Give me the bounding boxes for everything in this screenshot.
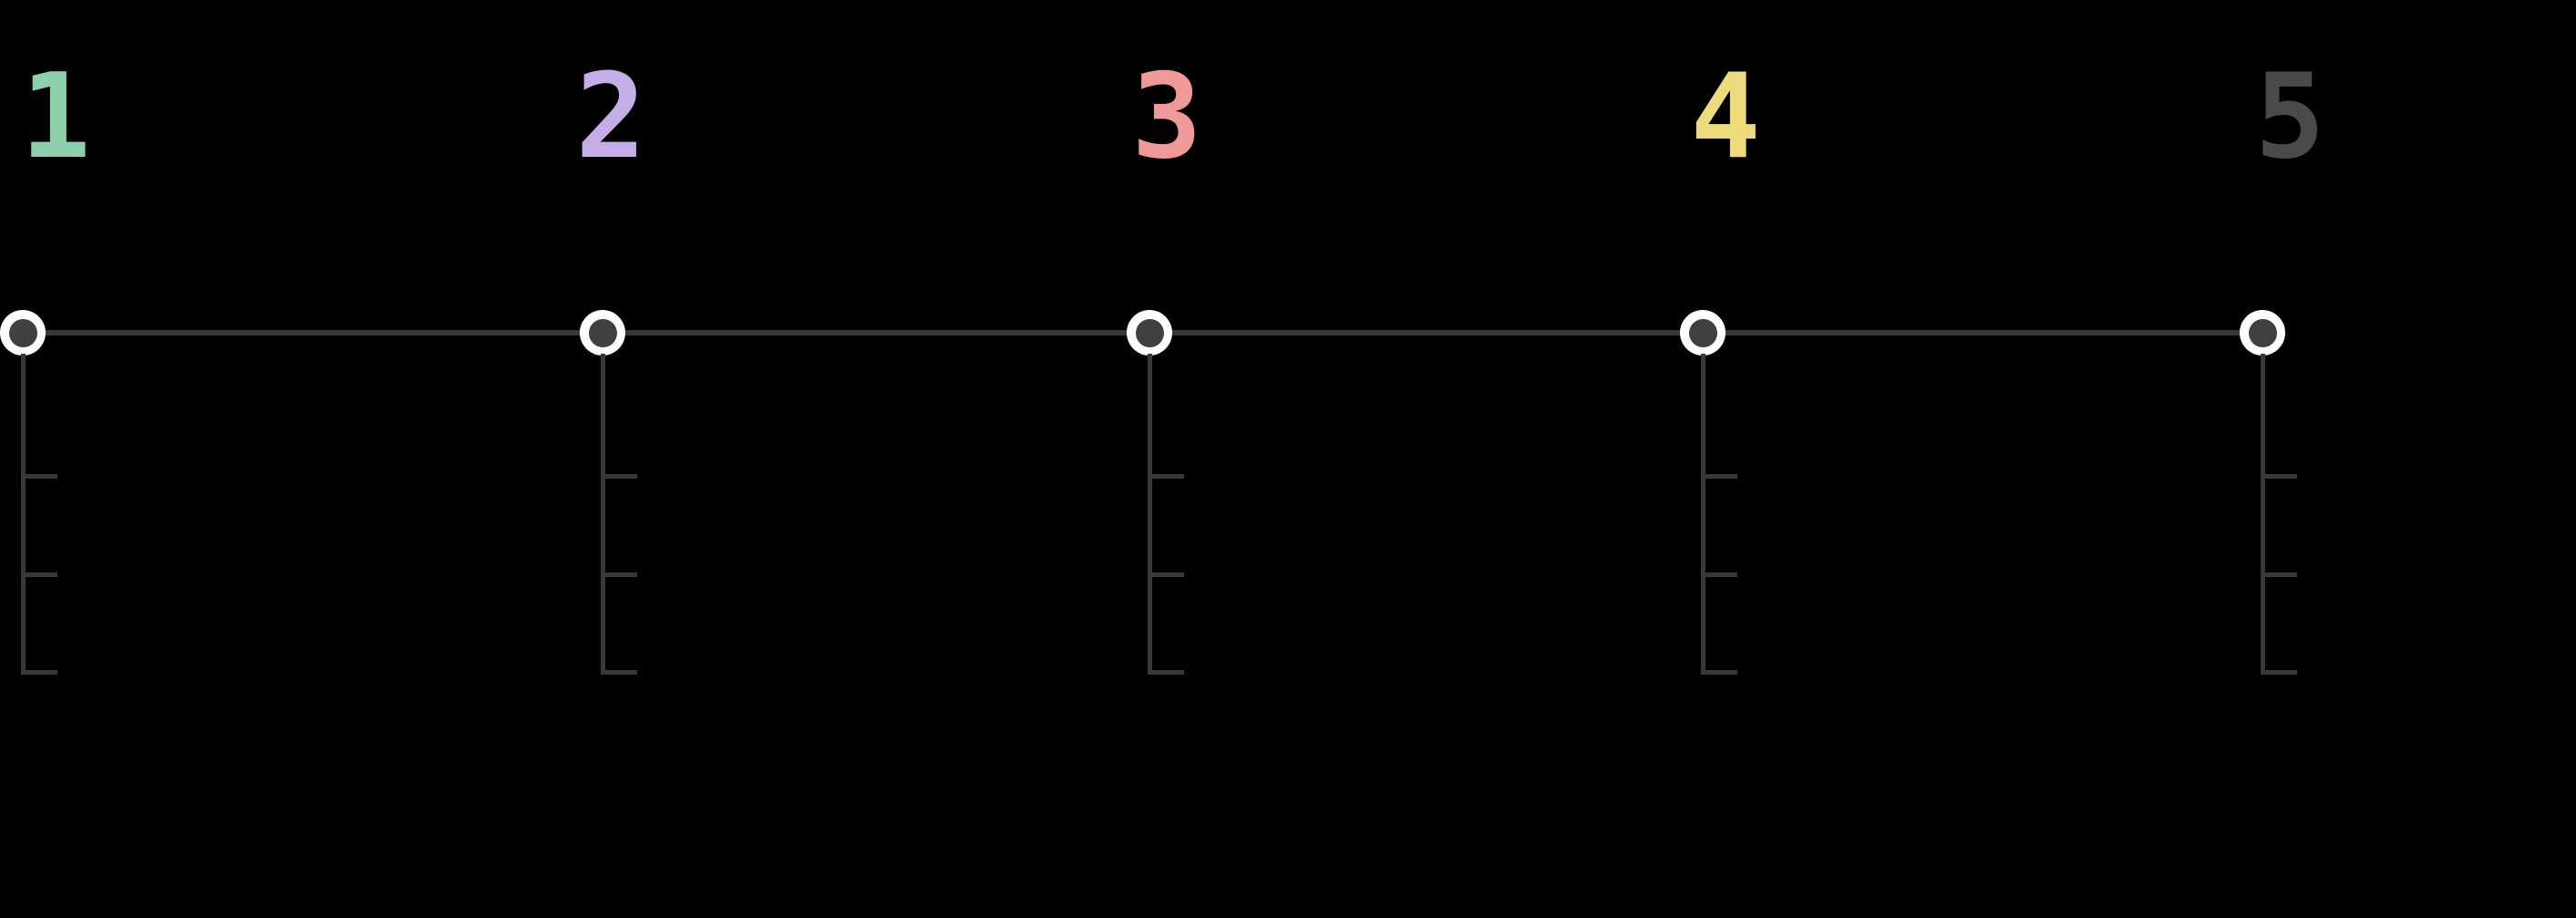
ruler-line bbox=[21, 354, 57, 675]
tick-mark bbox=[21, 474, 57, 479]
tick-mark bbox=[1148, 572, 1184, 577]
ruler-line bbox=[601, 354, 637, 675]
tick-mark bbox=[601, 572, 637, 577]
node-dot-icon bbox=[2248, 318, 2277, 347]
tick-mark bbox=[1148, 474, 1184, 479]
tick-mark bbox=[1701, 474, 1737, 479]
node-dot-icon bbox=[588, 318, 617, 347]
tick-mark bbox=[601, 670, 637, 675]
tick-mark bbox=[1148, 670, 1184, 675]
tick-mark bbox=[2261, 474, 2297, 479]
step-number: 4 bbox=[1690, 49, 1761, 185]
ruler-line bbox=[1701, 354, 1737, 675]
step-number: 1 bbox=[20, 49, 91, 185]
tick-mark bbox=[2261, 572, 2297, 577]
timeline-node[interactable] bbox=[2240, 310, 2285, 356]
step-number: 5 bbox=[2254, 49, 2325, 185]
tick-mark bbox=[21, 670, 57, 675]
step-number: 2 bbox=[575, 49, 646, 185]
tick-mark bbox=[2261, 670, 2297, 675]
node-dot-icon bbox=[1135, 318, 1164, 347]
ruler-line bbox=[2261, 354, 2297, 675]
tick-mark bbox=[1701, 670, 1737, 675]
timeline-node[interactable] bbox=[0, 310, 46, 356]
timeline-node[interactable] bbox=[1680, 310, 1726, 356]
node-dot-icon bbox=[1688, 318, 1717, 347]
step-number: 3 bbox=[1131, 49, 1202, 185]
node-dot-icon bbox=[8, 318, 37, 347]
tick-mark bbox=[21, 572, 57, 577]
tick-mark bbox=[601, 474, 637, 479]
timeline-node[interactable] bbox=[580, 310, 625, 356]
tick-mark bbox=[1701, 572, 1737, 577]
timeline-node[interactable] bbox=[1127, 310, 1172, 356]
ruler-line bbox=[1148, 354, 1184, 675]
